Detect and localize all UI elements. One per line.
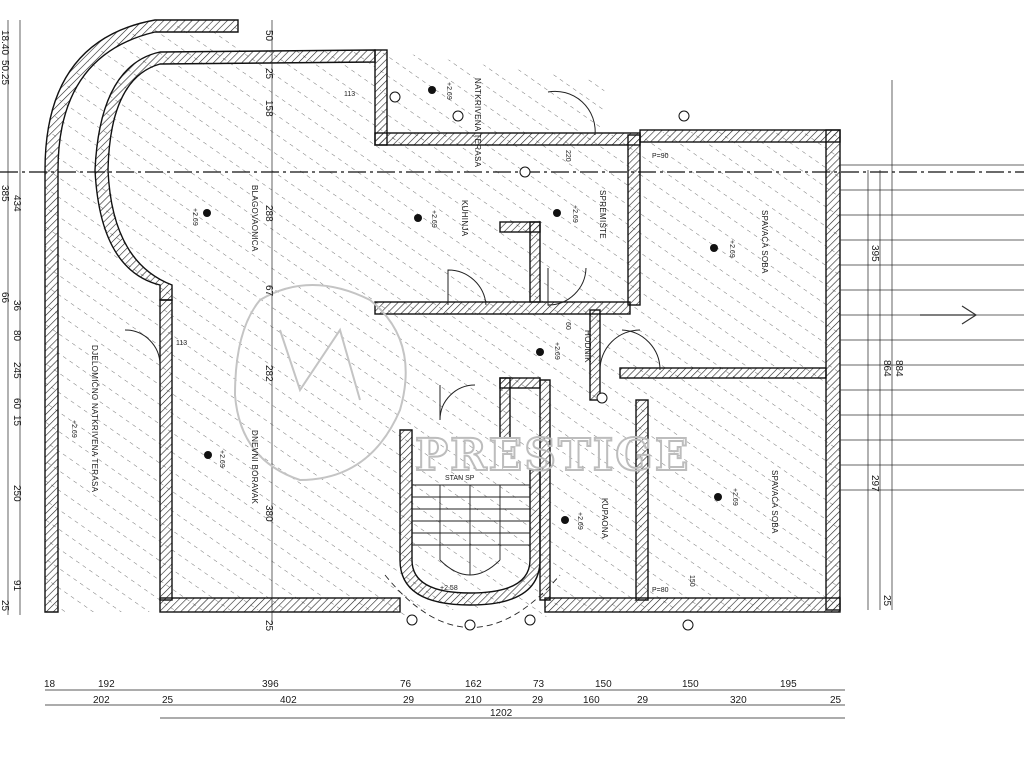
dim-b1-8: 195: [780, 679, 797, 690]
dim-l-6: 80: [11, 330, 22, 342]
dim-l-1: 50.25: [0, 60, 10, 85]
level-markers: [203, 86, 722, 524]
dim-b2-9: 25: [830, 695, 842, 706]
dim-b1-2: 396: [262, 679, 279, 690]
room-label-hall: HODNIK: [583, 330, 592, 363]
dim-b2-0: 202: [93, 695, 110, 706]
dim-l-11: 91: [11, 580, 22, 592]
dim-b1-1: 192: [98, 679, 115, 690]
dimension-lines: [7, 20, 893, 719]
dim-b2-6: 160: [583, 695, 600, 706]
dim-r-0: 395: [869, 245, 880, 262]
dim-i-11: P=90: [652, 153, 669, 160]
dim-b1-7: 150: [682, 679, 699, 690]
left-dimensions: 18.40 50.25 385 434 66 36 80 245 60 15 2…: [0, 30, 22, 612]
elevation-balcony: +2.69: [70, 420, 77, 438]
dim-b1-5: 73: [533, 679, 545, 690]
room-label-kitchen: KUHINJA: [460, 200, 469, 237]
dim-l-10: 250: [11, 485, 22, 502]
dim-r-3: 297: [869, 475, 880, 492]
dim-i-6: 380: [263, 505, 274, 522]
dim-i-4: 67: [263, 285, 274, 297]
dim-b1-6: 150: [595, 679, 612, 690]
elevation-hall: +2.69: [553, 342, 560, 360]
dim-i-10: 150: [688, 575, 695, 587]
room-label-pantry: SPREMIŠTE: [598, 190, 607, 239]
room-label-bedroom-2: SPAVAĆA SOBA: [770, 470, 779, 534]
watermark-text: PRESTIGE: [415, 430, 690, 481]
dim-i-2: 158: [263, 100, 274, 117]
watermark-logo: [233, 284, 407, 482]
dim-b1-4: 162: [465, 679, 482, 690]
dim-i-5: 282: [263, 365, 274, 382]
dim-b2-2: 402: [280, 695, 297, 706]
dim-i-8: 113: [344, 91, 355, 98]
dim-i-14: 60: [564, 322, 571, 330]
dim-l-12: 25: [0, 600, 10, 612]
dim-l-2: 385: [0, 185, 10, 202]
room-label-balcony: DJELOMIČNO NATKRIVENA TERASA: [90, 345, 99, 493]
elevation-bedroom-1: +2.69: [728, 240, 735, 258]
doors: [124, 90, 661, 421]
elevation-terrace: +2.69: [445, 82, 452, 100]
elevation-dining: +2.69: [191, 208, 198, 226]
dim-b2-3: 29: [403, 695, 415, 706]
entrance-steps: [840, 164, 1024, 491]
dim-l-4: 66: [0, 292, 10, 304]
dim-b2-7: 29: [637, 695, 649, 706]
elevation-stair: +2.58: [440, 585, 458, 592]
bottom-dimensions-row-2: 202 25 402 29 210 29 160 29 320 25: [93, 695, 842, 706]
dim-i-3: 288: [263, 205, 274, 222]
dim-b1-3: 76: [400, 679, 412, 690]
elevation-bathroom: +2.69: [576, 512, 583, 530]
interior-dimensions: 50 25 158 288 67 282 380 25 113 113 150 …: [176, 30, 695, 632]
room-label-dining: BLAGOVAONICA: [250, 185, 259, 252]
dim-i-1: 25: [263, 68, 274, 80]
dim-i-7: 25: [263, 620, 274, 632]
room-label-bathroom: KUPAONA: [600, 498, 609, 539]
dim-l-5: 36: [11, 300, 22, 312]
dim-r-4: 25: [881, 595, 892, 607]
elevation-kitchen: +2.69: [430, 210, 437, 228]
dim-i-0: 50: [263, 30, 274, 42]
elevation-living: +2.69: [218, 450, 225, 468]
room-label-stair: STAN SP: [445, 475, 475, 482]
dim-l-8: 60: [11, 398, 22, 410]
dim-b2-5: 29: [532, 695, 544, 706]
room-label-living: DNEVNI BORAVAK: [250, 430, 259, 505]
elevation-bedroom-2: +2.69: [731, 488, 738, 506]
dim-r-1: 864: [881, 360, 892, 377]
dim-l-3: 434: [11, 195, 22, 212]
dim-i-13: 220: [564, 150, 571, 162]
dim-l-9: 15: [11, 415, 22, 427]
dim-b1-0: 18: [44, 679, 56, 690]
dim-b2-4: 210: [465, 695, 482, 706]
room-label-terrace: NATKRIVENA TERASA: [473, 78, 482, 168]
bottom-dimensions-row-1: 18 192 396 76 162 73 150 150 195: [44, 679, 797, 690]
walls: [44, 19, 841, 613]
room-labels: BLAGOVAONICA KUHINJA SPREMIŠTE SPAVAĆA S…: [90, 78, 779, 539]
dim-l-7: 245: [11, 362, 22, 379]
column-markers: [389, 91, 694, 631]
elevation-labels: +2.69 +2.69 +2.69 +2.69 +2.69 +2.69 +2.6…: [70, 82, 738, 592]
dim-b2-8: 320: [730, 695, 747, 706]
room-label-bedroom-1: SPAVAĆA SOBA: [760, 210, 769, 274]
elevation-pantry: +2.69: [571, 205, 578, 223]
dim-i-12: P=80: [652, 587, 669, 594]
dim-l-0: 18.40: [0, 30, 10, 55]
dim-b2-1: 25: [162, 695, 174, 706]
dim-i-9: 113: [176, 340, 187, 347]
dim-r-2: 884: [893, 360, 904, 377]
dim-bottom-total: 1202: [490, 708, 513, 719]
right-dimensions: 395 864 884 297 25: [869, 245, 904, 607]
